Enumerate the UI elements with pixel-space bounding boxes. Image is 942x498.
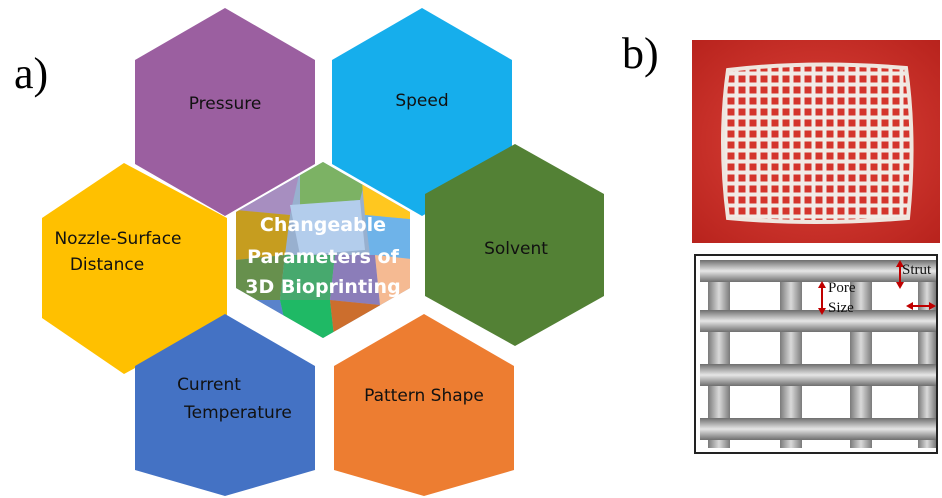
hex-nozzle-label-line2: Distance [70,255,144,275]
hex-current-temperature [135,314,315,496]
strut-label: Strut [902,262,932,278]
hex-nozzle-surface-distance [42,163,227,374]
hex-speed-label: Speed [395,91,448,111]
size-label-text: Size [828,300,854,316]
panel-label-b: b) [622,29,659,78]
scaffold-photo [692,40,940,243]
parameter-hexagon-diagram: Pressure Speed Nozzle-Surface Distance S… [42,8,604,496]
center-label-line2: Parameters of [247,246,399,268]
panel-label-a: a) [14,49,49,98]
hex-pattern-label: Pattern Shape [364,386,484,406]
hex-temperature-label-line2: Temperature [183,403,292,423]
hex-solvent [425,144,604,346]
hex-speed [332,8,512,216]
center-label-line3: 3D Bioprinting [245,276,400,298]
hex-nozzle-label-line1: Nozzle-Surface [54,229,181,249]
pore-label: Pore [828,280,856,296]
hex-pattern-shape [334,314,514,496]
scaffold-schematic: Pore Size Strut [694,254,938,454]
hex-pressure [135,8,315,216]
hex-solvent-label: Solvent [484,239,548,259]
hex-pressure-label: Pressure [189,94,262,114]
hex-temperature-label-line1: Current [177,375,241,395]
center-label-line1: Changeable [260,214,386,236]
